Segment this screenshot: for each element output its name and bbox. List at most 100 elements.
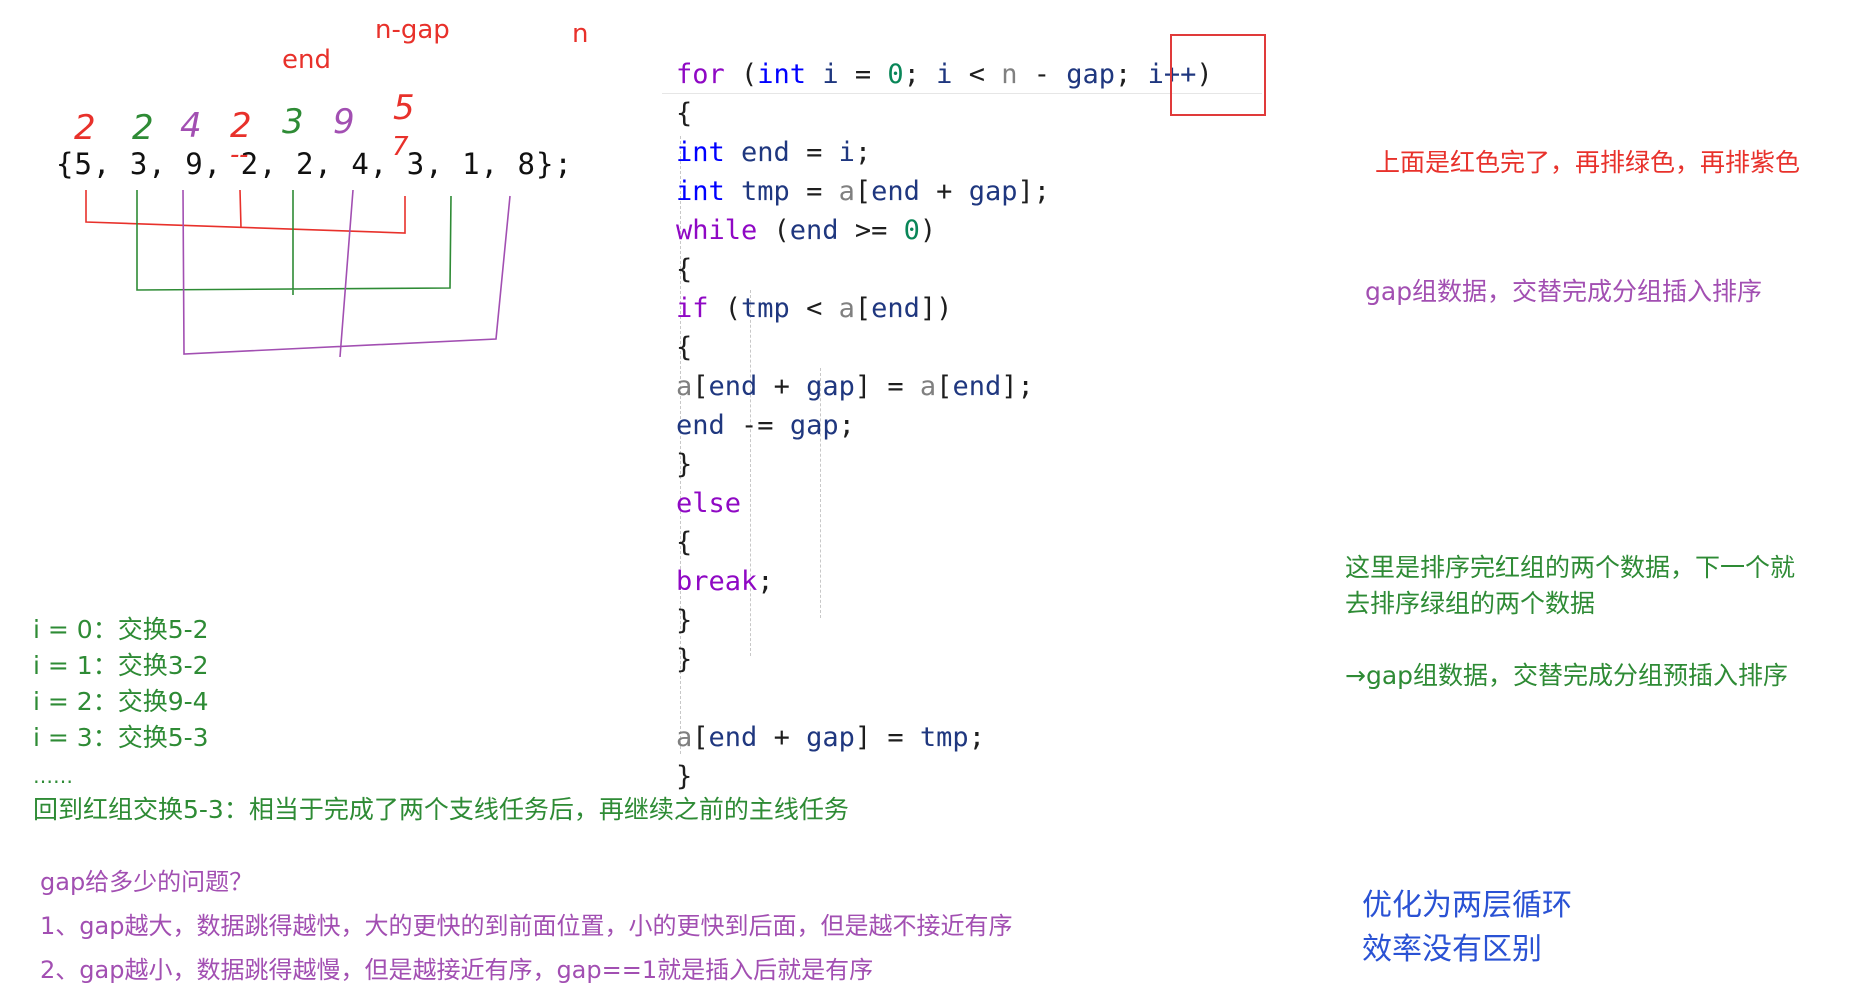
code-token: end [871, 176, 920, 207]
indent-guide [750, 290, 751, 656]
code-token: tmp [741, 176, 790, 207]
code-token: [ [936, 371, 953, 402]
code-token: end [676, 410, 725, 441]
note-gap-question: gap给多少的问题？ [40, 868, 254, 896]
code-token: ]; [1001, 371, 1034, 402]
code-token: end [952, 371, 1002, 402]
note-back-to-red: 回到红组交换5-3：相当于完成了两个支线任务后，再继续之前的主线任务 [33, 795, 849, 824]
handwritten-digit: 2 [132, 108, 154, 148]
code-token: ) [1196, 59, 1213, 90]
code-token: + [919, 176, 969, 207]
purple-group-connector [182, 189, 511, 358]
code-token: = [789, 176, 839, 207]
code-line: } [676, 757, 1213, 796]
code-line: a[end + gap] = tmp; [676, 718, 1213, 757]
code-block: for (int i = 0; i < n - gap; i++){ int e… [676, 55, 1213, 796]
handwritten-digit: 3 [282, 102, 304, 142]
code-token: int [676, 137, 725, 168]
code-token: 0 [887, 59, 904, 90]
indent-guide [680, 136, 681, 754]
step-line: i = 2：交换9-4 [33, 687, 209, 716]
code-token: } [676, 761, 693, 792]
code-token: { [676, 332, 693, 363]
code-token: } [676, 644, 693, 675]
code-token: ( [757, 215, 790, 246]
overwrite-mark: - [239, 140, 249, 170]
note-gap-point-1: 1、gap越大，数据跳得越快，大的更快的到前面位置，小的更快到后面，但是越不接近… [40, 912, 1013, 940]
label-end: end [282, 45, 331, 75]
code-line: a[end + gap] = a[end]; [676, 367, 1213, 406]
code-line: for (int i = 0; i < n - gap; i++) [676, 55, 1213, 94]
code-line: { [676, 94, 1213, 133]
overwrite-mark: - [230, 140, 240, 170]
code-token: if [676, 293, 709, 324]
code-line: } [676, 640, 1213, 679]
group-connector-diagram [85, 189, 511, 358]
code-token [725, 137, 741, 168]
code-token: < [952, 59, 1002, 90]
code-line: { [676, 328, 1213, 367]
red-group-connector [85, 189, 406, 234]
indent-guide [820, 368, 821, 618]
code-token: gap [789, 410, 839, 441]
code-token: ; [903, 59, 937, 90]
code-token: [ [854, 293, 872, 324]
code-token: ; [757, 566, 774, 597]
code-line: int end = i; [676, 133, 1213, 172]
code-token: ( [724, 59, 758, 90]
green-group-connector [136, 190, 452, 295]
code-token: tmp [919, 722, 969, 753]
code-token: ]; [1017, 176, 1050, 207]
label-n-gap: n-gap [375, 15, 450, 45]
code-token: i [838, 137, 855, 168]
code-token: gap [806, 722, 855, 753]
code-line [676, 679, 1213, 718]
note-red-done-line1: 这里是排序完红组的两个数据，下一个就 [1345, 553, 1796, 582]
code-line: int tmp = a[end + gap]; [676, 172, 1213, 211]
code-token: [ [692, 371, 709, 402]
code-token: int [676, 176, 725, 207]
code-token: a [919, 371, 937, 402]
handwritten-digit: 4 [180, 106, 202, 146]
code-token: end [741, 137, 790, 168]
code-token: } [676, 605, 693, 636]
code-line: end -= gap; [676, 406, 1213, 445]
code-token: >= [838, 215, 904, 246]
code-token: { [676, 254, 693, 285]
handwritten-digit: 9 [333, 102, 355, 142]
code-token: for [676, 59, 725, 90]
code-token: gap [968, 176, 1018, 207]
code-token: = [838, 59, 888, 90]
code-line: { [676, 250, 1213, 289]
code-token: a [676, 371, 693, 402]
code-token: ; [968, 722, 985, 753]
note-red-done-line2: 去排序绿组的两个数据 [1345, 589, 1596, 618]
code-top-separator [662, 93, 1262, 94]
code-line: } [676, 601, 1213, 640]
code-token: { [676, 527, 693, 558]
overwrite-mark: 7 [392, 132, 409, 162]
label-n: n [572, 19, 589, 49]
note-color-order: 上面是红色完了，再排绿色，再排紫色 [1375, 148, 1801, 177]
code-token: tmp [741, 293, 790, 324]
code-token: - [1017, 59, 1067, 90]
code-token: -= [724, 410, 790, 441]
highlight-box-i-increment [1170, 34, 1266, 116]
code-token: n [1001, 59, 1018, 90]
code-token: else [676, 488, 742, 519]
code-token: end [708, 722, 758, 753]
code-token: ]) [919, 293, 953, 324]
code-token: ; [1115, 59, 1148, 90]
note-efficiency: 效率没有区别 [1362, 932, 1542, 967]
code-token: int [757, 59, 807, 90]
step-line: i = 1：交换3-2 [33, 651, 209, 680]
code-token: i [936, 59, 953, 90]
code-line: break; [676, 562, 1213, 601]
code-token: ; [838, 410, 855, 441]
code-token [725, 176, 741, 207]
code-token: + [757, 371, 807, 402]
note-gap-point-2: 2、gap越小，数据跳得越慢，但是越接近有序，gap==1就是插入后就是有序 [40, 956, 874, 984]
note-alternate-preinsert: →gap组数据，交替完成分组预插入排序 [1345, 661, 1789, 690]
code-token: i [822, 59, 839, 90]
code-token: ] = [854, 722, 920, 753]
